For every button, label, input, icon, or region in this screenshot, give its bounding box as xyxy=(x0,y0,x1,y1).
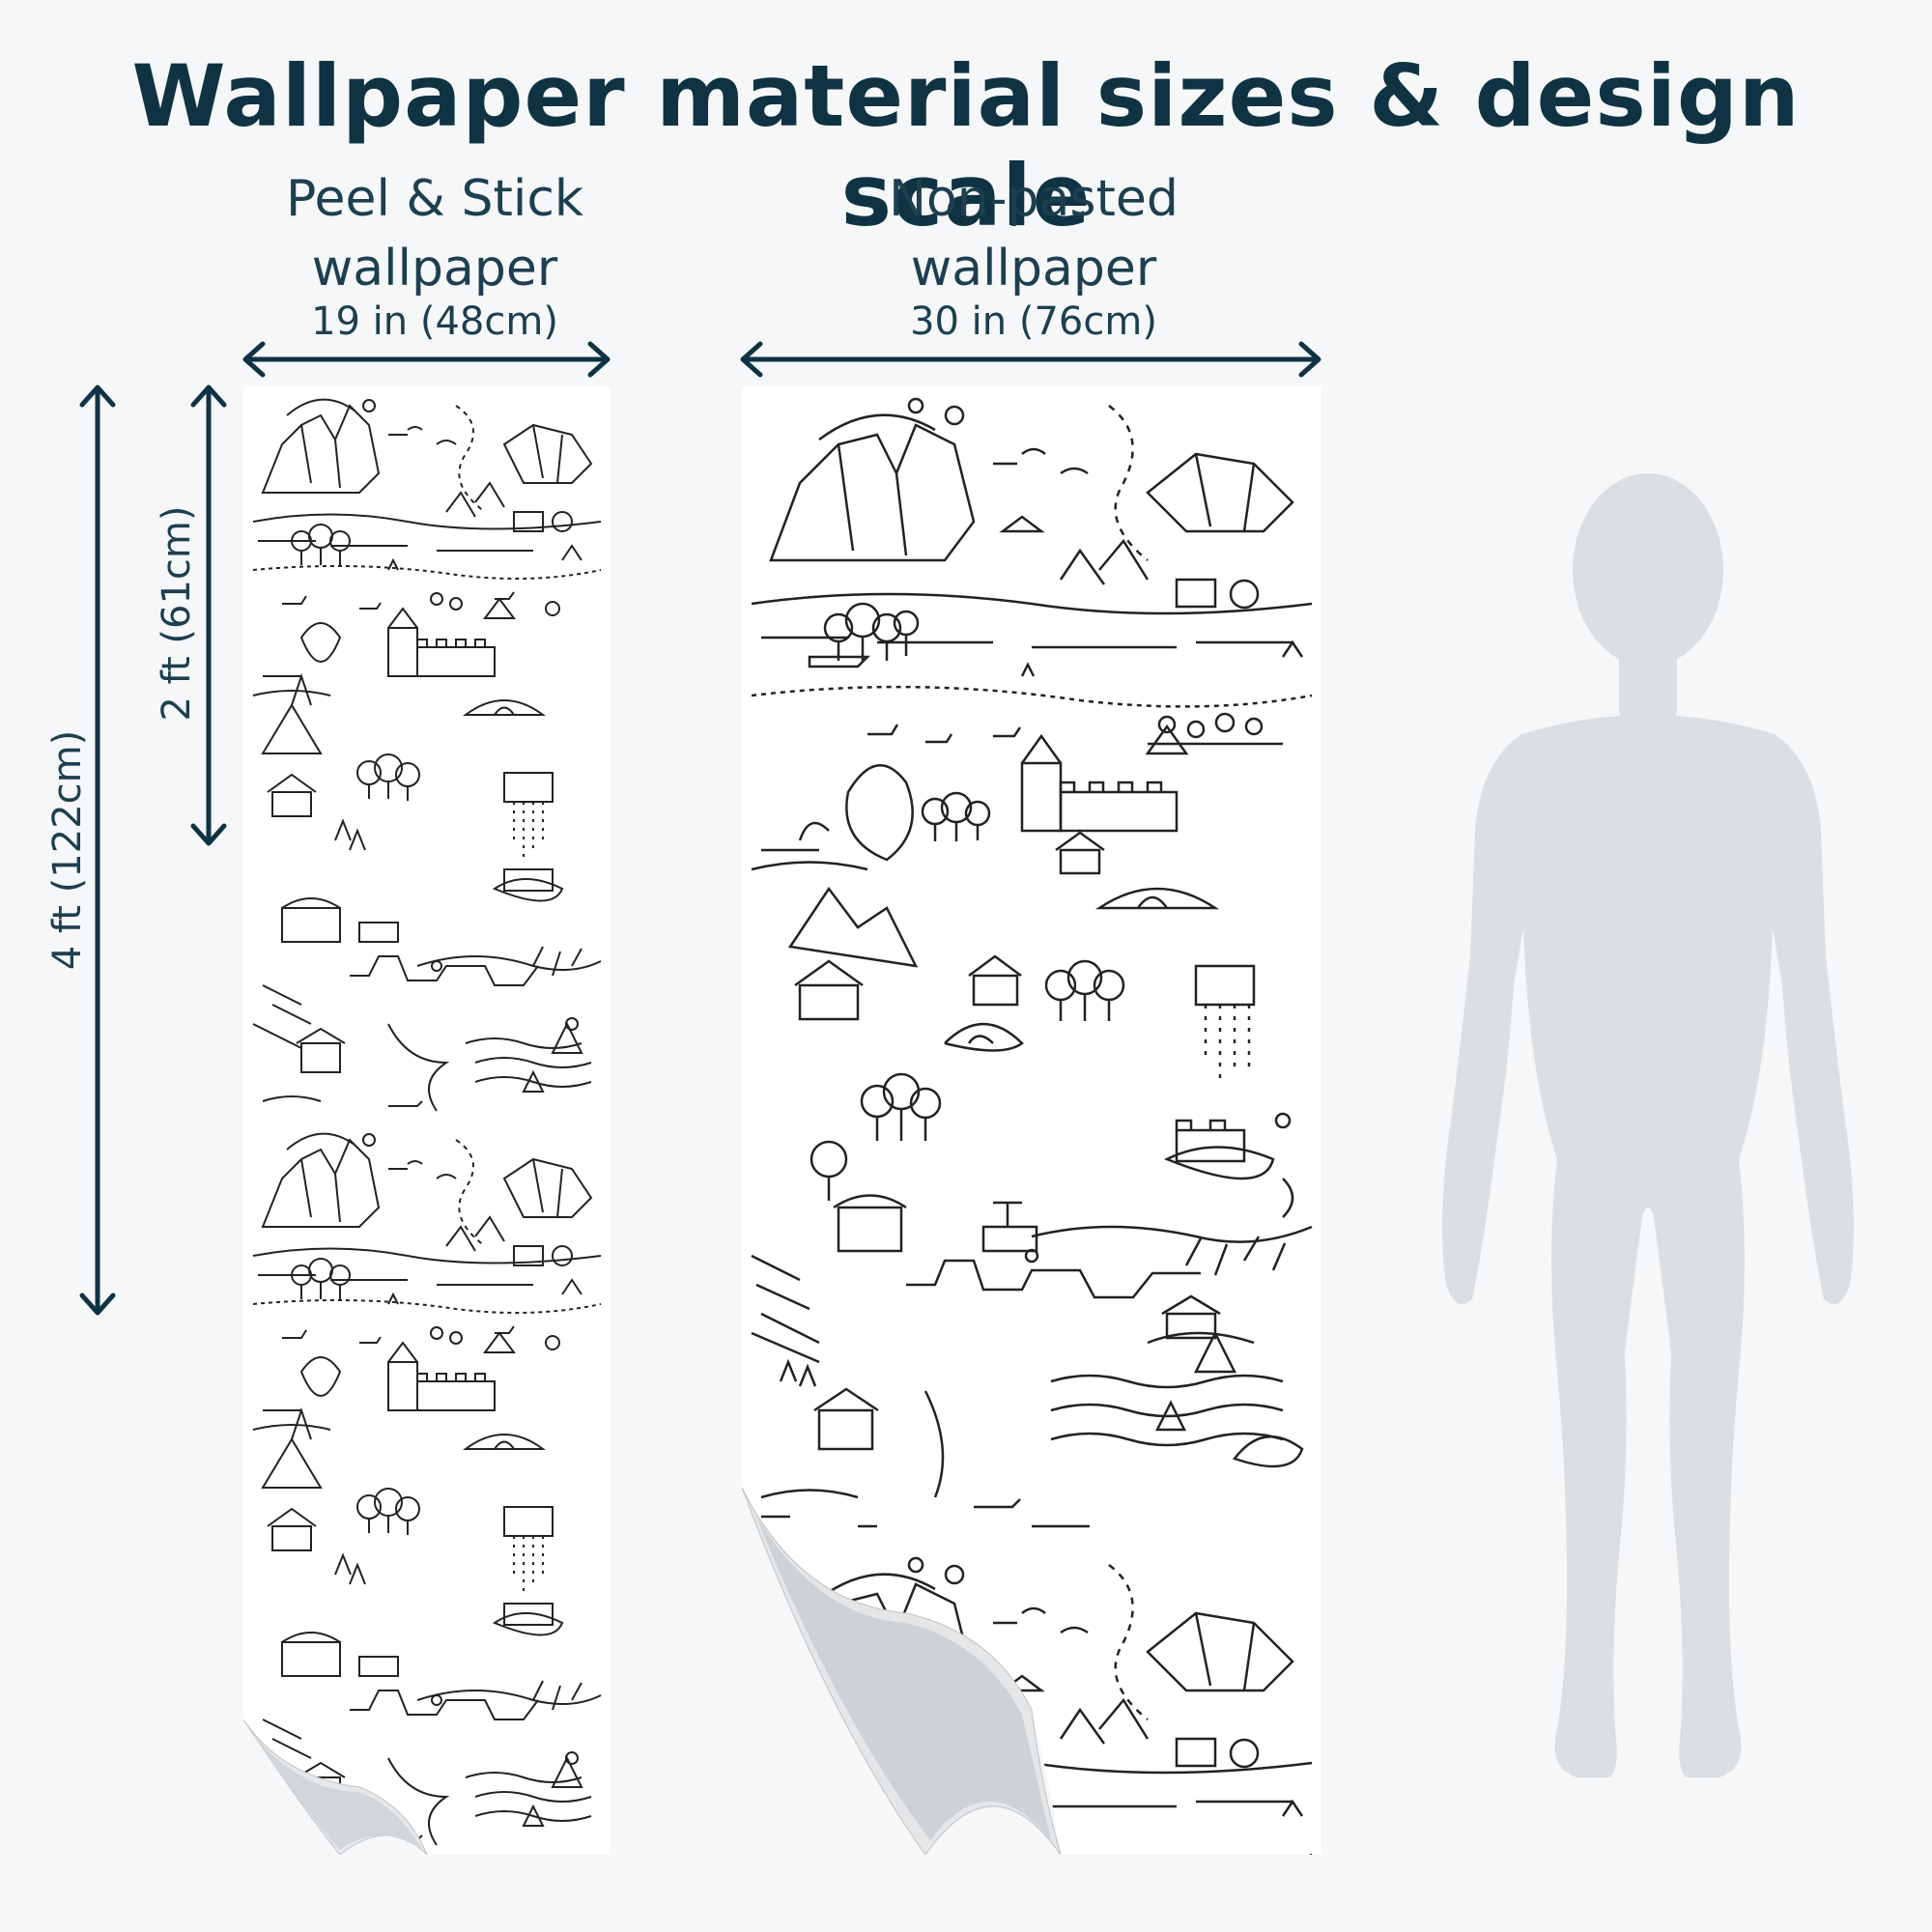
arrow-head-right xyxy=(1298,341,1321,378)
non-pasted-width-label: 30 in (76cm) xyxy=(910,299,1157,344)
non-pasted-wallpaper-panel xyxy=(742,386,1321,1855)
pattern-icon xyxy=(742,386,1321,1855)
arrow-head-up xyxy=(79,384,116,408)
peel-stick-wallpaper-panel xyxy=(243,386,611,1855)
arrow-head-down xyxy=(79,1293,116,1316)
non-pasted-heading: Non-pasted wallpaper xyxy=(840,164,1227,303)
peel-stick-heading-line1: Peel & Stick xyxy=(285,170,584,228)
arrow-head-up xyxy=(190,384,227,408)
peel-stick-heading-line2: wallpaper xyxy=(311,240,558,298)
non-pasted-heading-line1: Non-pasted xyxy=(889,170,1179,228)
peel-stick-heading: Peel & Stick wallpaper xyxy=(242,164,628,303)
peel-stick-width-label: 19 in (48cm) xyxy=(311,299,558,344)
page-title: Wallpaper material sizes & design scale xyxy=(131,46,1801,245)
arrow-head-left xyxy=(242,341,266,378)
arrow-head-down xyxy=(190,823,227,846)
arrow-head-left xyxy=(740,341,763,378)
arrow-head-right xyxy=(587,341,611,378)
non-pasted-heading-line2: wallpaper xyxy=(910,240,1157,298)
pattern-icon xyxy=(243,386,611,1855)
